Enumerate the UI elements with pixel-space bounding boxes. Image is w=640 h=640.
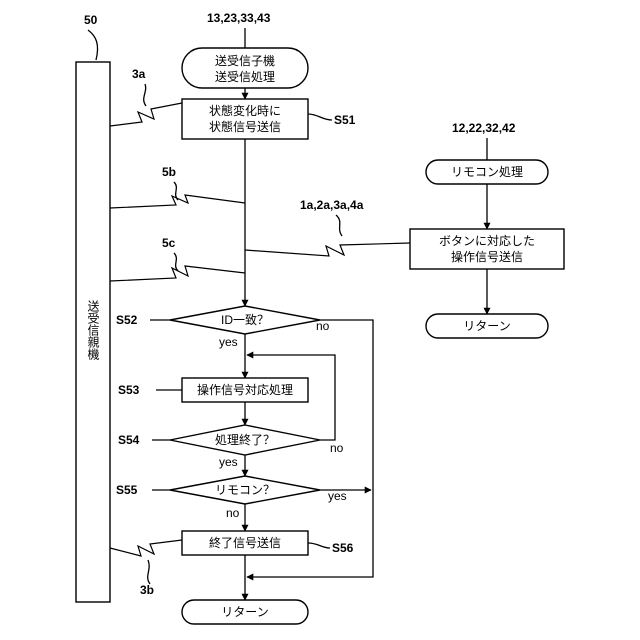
svg-text:ID一致？: ID一致？ (221, 313, 269, 327)
s54-no-label: no (330, 441, 344, 455)
s55-yes-label: yes (328, 489, 347, 503)
s56-process-box: 終了信号送信 (182, 531, 308, 555)
signal-3b-bolt (110, 540, 182, 556)
signal-op-bolt (245, 243, 410, 256)
left-top-ref-label: 13,23,33,43 (207, 11, 271, 25)
svg-text:送受信処理: 送受信処理 (215, 69, 275, 84)
svg-text:リモコン処理: リモコン処理 (451, 165, 523, 179)
signal-5b-bolt (110, 195, 245, 208)
right-op-process-box: ボタンに対応した 操作信号送信 (410, 229, 564, 269)
s55-decision: リモコン？ (170, 476, 320, 504)
parent-device-label: 送受信親機 (86, 299, 100, 360)
s52-step-label: S52 (116, 313, 138, 327)
signal-op-label: 1a,2a,3a,4a (300, 198, 364, 212)
svg-text:状態信号送信: 状態信号送信 (209, 119, 281, 134)
svg-text:リターン: リターン (463, 319, 510, 333)
signal-5c-bolt (110, 266, 245, 281)
signal-5b-label: 5b (162, 165, 176, 179)
parent-device-block: 送受信親機 (76, 62, 110, 602)
s54-yes-label: yes (219, 455, 238, 469)
signal-3a-label: 3a (132, 67, 146, 81)
svg-text:リモコン？: リモコン？ (215, 483, 275, 497)
s53-step-label: S53 (118, 383, 140, 397)
s51-step-label: S51 (334, 113, 356, 127)
s52-decision: ID一致？ (170, 306, 320, 334)
s55-no-label: no (226, 506, 240, 520)
svg-text:状態変化時に: 状態変化時に (209, 103, 281, 118)
svg-text:送受信子機: 送受信子機 (215, 53, 275, 68)
signal-3a-bolt (110, 103, 182, 126)
svg-text:リターン: リターン (221, 605, 268, 619)
s51-process-box: 状態変化時に 状態信号送信 (182, 99, 308, 139)
svg-text:ボタンに対応した: ボタンに対応した (439, 234, 535, 248)
s54-step-label: S54 (118, 433, 140, 447)
left-start-terminator: 送受信子機 送受信処理 (182, 48, 308, 88)
signal-3b-label: 3b (140, 583, 154, 597)
right-end-terminator: リターン (426, 314, 548, 338)
right-top-ref-label: 12,22,32,42 (452, 121, 516, 135)
left-end-terminator: リターン (182, 600, 308, 624)
s54-decision: 処理終了？ (170, 425, 320, 455)
svg-text:終了信号送信: 終了信号送信 (209, 535, 281, 550)
svg-text:処理終了？: 処理終了？ (215, 432, 275, 447)
svg-text:操作信号送信: 操作信号送信 (451, 249, 523, 264)
s52-yes-label: yes (219, 335, 238, 349)
s53-process-box: 操作信号対応処理 (182, 378, 308, 402)
s55-step-label: S55 (116, 483, 138, 497)
svg-text:操作信号対応処理: 操作信号対応処理 (197, 382, 293, 397)
signal-5c-label: 5c (162, 236, 176, 250)
s56-step-label: S56 (332, 541, 354, 555)
right-start-terminator: リモコン処理 (426, 160, 548, 184)
s52-no-label: no (316, 319, 330, 333)
parent-ref-label: 50 (84, 13, 98, 27)
